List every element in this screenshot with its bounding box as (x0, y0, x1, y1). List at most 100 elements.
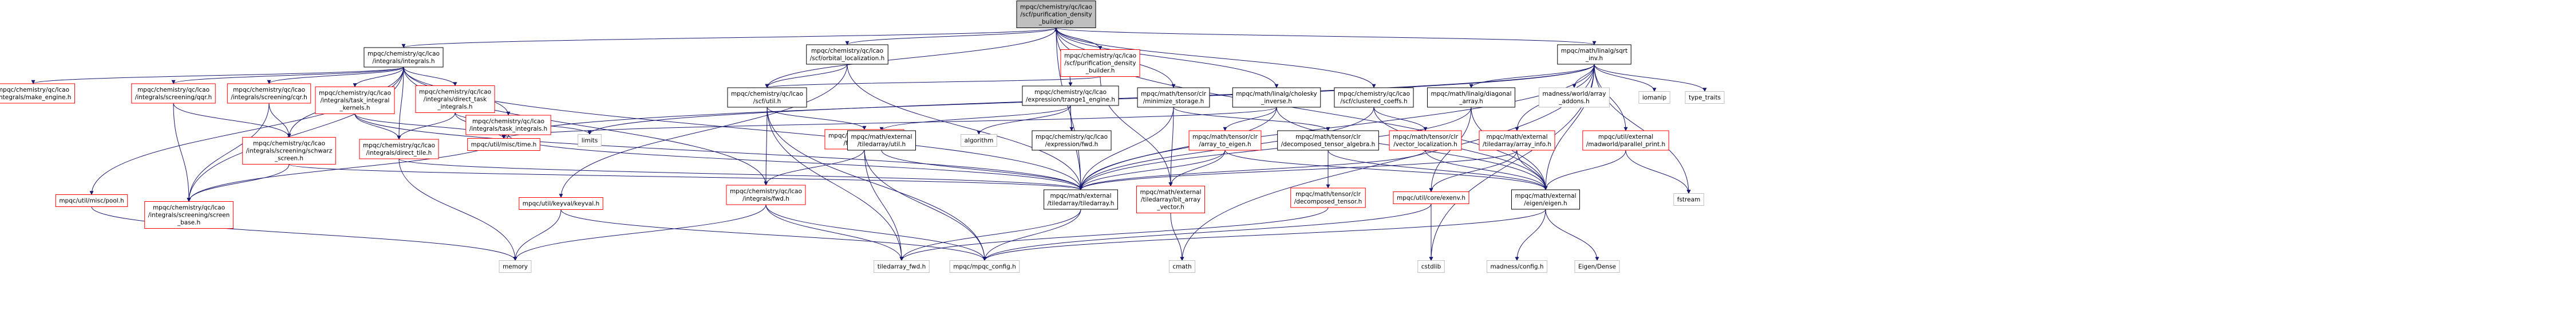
node-purif_builder_h[interactable]: mpqc/chemistry/qc/lcao/scf/purification_… (1060, 49, 1140, 77)
node-label: /integrals/task_integrals.h (469, 126, 547, 132)
node-madness_array[interactable]: madness/world/array_addons.h (1539, 87, 1610, 108)
node-integrals_fwd[interactable]: mpqc/chemistry/qc/lcao/integrals/fwd.h (726, 185, 806, 205)
node-iomanip[interactable]: iomanip (1638, 91, 1670, 104)
node-label: mpqc/chemistry/qc/lcao (1338, 91, 1410, 97)
edge-eigen_h-to-madness_config (1515, 209, 1546, 261)
node-box (961, 134, 997, 147)
edge-gdiag-to-tiledarray_h (1078, 107, 1472, 190)
edge-orbital_loc-to-keyval (559, 64, 848, 198)
node-label: mpqc/chemistry/qc/lcao (137, 87, 210, 93)
node-keyval[interactable]: mpqc/util/keyval/keyval.h (519, 197, 603, 210)
node-direct_tile[interactable]: mpqc/chemistry/qc/lcao/integrals/direct_… (359, 139, 439, 159)
node-box (465, 115, 551, 135)
node-box (1511, 189, 1581, 210)
node-cmath[interactable]: cmath (1168, 260, 1196, 273)
node-expression_fwd[interactable]: mpqc/chemistry/qc/lcao/expression/fwd.h (1032, 130, 1112, 151)
node-mpqc_config[interactable]: mpqc/mpqc_config.h (949, 260, 1020, 273)
edge-tiledarray_h-to-mpqc_config (982, 209, 1081, 261)
node-limits[interactable]: limits (578, 134, 602, 147)
edge-root-to-clustered_coeffs (1056, 28, 1376, 88)
node-box (359, 139, 439, 159)
node-label: _builder.h (1085, 68, 1115, 75)
node-time_h[interactable]: mpqc/util/misc/time.h (467, 138, 540, 151)
node-trange1_engine[interactable]: mpqc/chemistry/qc/lcao/expression/trange… (1022, 85, 1119, 106)
node-clustered_coeffs[interactable]: mpqc/chemistry/qc/lcao/scf/clustered_coe… (1334, 87, 1414, 108)
edge-factory_fwd-to-tiledarray_fwd (864, 148, 904, 261)
node-box (1582, 130, 1669, 151)
edge-integrals_fwd-to-mpqc_config (765, 204, 987, 261)
node-vector_loc[interactable]: mpqc/math/tensor/clr/vector_localization… (1389, 130, 1462, 151)
node-fstream[interactable]: fstream (1673, 193, 1704, 206)
node-scf_util[interactable]: mpqc/chemistry/qc/lcao/scf/util.h (727, 87, 807, 108)
edge-pool_h-to-memory (91, 206, 517, 261)
node-tiledarray_util[interactable]: mpqc/math/external/tiledarray/util.h (847, 130, 916, 151)
node-label: /integrals/direct_tile.h (366, 150, 432, 156)
node-box (315, 87, 395, 114)
node-algorithm[interactable]: algorithm (961, 134, 997, 147)
node-screening_cqr[interactable]: mpqc/chemistry/qc/lcao/integrals/screeni… (227, 83, 311, 104)
node-label: /scf/util.h (753, 98, 781, 105)
node-label: limits (582, 138, 598, 144)
node-label: type_traits (1689, 95, 1721, 101)
node-parallel_print[interactable]: mpqc/util/external/madworld/parallel_pri… (1582, 130, 1669, 151)
node-bit_array[interactable]: mpqc/math/external/tiledarray/bit_array_… (1136, 186, 1206, 213)
node-orbital_loc[interactable]: mpqc/chemistry/qc/lcao/scf/orbital_local… (806, 44, 888, 65)
edge-cholesky-to-tiledarray_h (1078, 107, 1277, 190)
node-root[interactable]: mpqc/chemistry/qc/lcao/scf/purification_… (1016, 1, 1096, 28)
node-tiledarray_fwd[interactable]: tiledarray_fwd.h (874, 260, 930, 273)
node-eigen_dense[interactable]: Eigen/Dense (1574, 260, 1620, 273)
node-task_integrals[interactable]: mpqc/chemistry/qc/lcao/integrals/task_in… (465, 115, 551, 135)
node-label: mpqc/mpqc_config.h (953, 264, 1016, 271)
node-box (1486, 260, 1548, 273)
edge-integrals_h-to-screening_cqr (267, 66, 404, 84)
node-gdiag[interactable]: mpqc/math/linalg/diagonal_array.h (1427, 87, 1515, 108)
edge-task_integral_kernels-to-direct_tile (354, 114, 401, 140)
node-integrals_h[interactable]: mpqc/chemistry/qc/lcao/integrals/integra… (364, 47, 444, 68)
node-label: mpqc/math/tensor/clr (1295, 134, 1361, 140)
node-label: mpqc/math/tensor/clr (1393, 134, 1459, 140)
node-cholesky[interactable]: mpqc/math/linalg/cholesky_inverse.h (1232, 87, 1321, 108)
node-memory[interactable]: memory (499, 260, 532, 273)
node-array_info[interactable]: mpqc/math/external/tiledarray/array_info… (1479, 130, 1555, 151)
node-label: /tiledarray/array_info.h (1483, 141, 1551, 148)
node-task_integral_kernels[interactable]: mpqc/chemistry/qc/lcao/integrals/task_in… (315, 87, 395, 114)
node-screen_base[interactable]: mpqc/chemistry/qc/lcao/integrals/screeni… (144, 201, 234, 229)
node-box (806, 44, 888, 65)
node-direct_task[interactable]: mpqc/chemistry/qc/lcao/integrals/direct_… (415, 85, 495, 113)
node-label: /minimize_storage.h (1143, 98, 1204, 105)
node-core_exenv[interactable]: mpqc/util/core/exenv.h (1393, 191, 1469, 204)
node-label: /integrals/direct_task (424, 96, 487, 103)
edge-root-to-orbital_loc (845, 28, 1057, 45)
edge-schwarz-to-screen_base (187, 164, 290, 202)
node-tiledarray_h[interactable]: mpqc/math/external/tiledarray/tiledarray… (1044, 189, 1118, 210)
edge-schwarz-to-tiledarray_h (289, 164, 1083, 190)
node-box (467, 138, 540, 151)
node-minimize_storage[interactable]: mpqc/math/tensor/clr/minimize_storage.h (1137, 87, 1210, 108)
node-schwarz[interactable]: mpqc/chemistry/qc/lcao/integrals/screeni… (242, 137, 336, 165)
edge-root-to-cholesky (1056, 28, 1279, 88)
node-fock_alg[interactable]: mpqc/math/linalg/sqrt_inv.h (1557, 44, 1631, 65)
node-decomposed_tensor[interactable]: mpqc/math/tensor/clr/decomposed_tensor.h (1290, 187, 1366, 208)
node-label: iomanip (1642, 95, 1667, 101)
node-label: /eigen/eigen.h (1524, 200, 1567, 207)
node-box (1022, 85, 1119, 106)
node-array_to_eigen[interactable]: mpqc/math/tensor/clr/array_to_eigen.h (1188, 130, 1262, 151)
node-cstdlib[interactable]: cstdlib (1417, 260, 1445, 273)
edge-direct_task-to-direct_tile (397, 112, 456, 140)
node-madness_config[interactable]: madness/config.h (1486, 260, 1548, 273)
node-label: mpqc/math/tensor/clr (1295, 191, 1361, 198)
node-label: memory (503, 264, 528, 271)
node-eigen_h[interactable]: mpqc/math/external/eigen/eigen.h (1511, 189, 1581, 210)
node-label: /vector_localization.h (1393, 141, 1457, 148)
edge-cholesky-to-array_to_eigen (1223, 107, 1277, 131)
node-label: /integrals/make_engine.h (0, 94, 71, 101)
node-make_engine[interactable]: mpqc/chemistry/qc/lcao/integrals/make_en… (0, 83, 75, 104)
node-type_traits[interactable]: type_traits (1685, 91, 1725, 104)
node-decomposed_alg[interactable]: mpqc/math/tensor/clr/decomposed_tensor_a… (1277, 130, 1379, 151)
node-box (55, 194, 128, 207)
node-pool_h[interactable]: mpqc/util/misc/pool.h (55, 194, 128, 207)
edge-root-to-fock_alg (1056, 28, 1597, 45)
edge-array_to_eigen-to-tiledarray_h (1078, 150, 1226, 190)
node-label: /tiledarray/tiledarray.h (1048, 200, 1115, 207)
node-screening_qqr[interactable]: mpqc/chemistry/qc/lcao/integrals/screeni… (131, 83, 216, 104)
